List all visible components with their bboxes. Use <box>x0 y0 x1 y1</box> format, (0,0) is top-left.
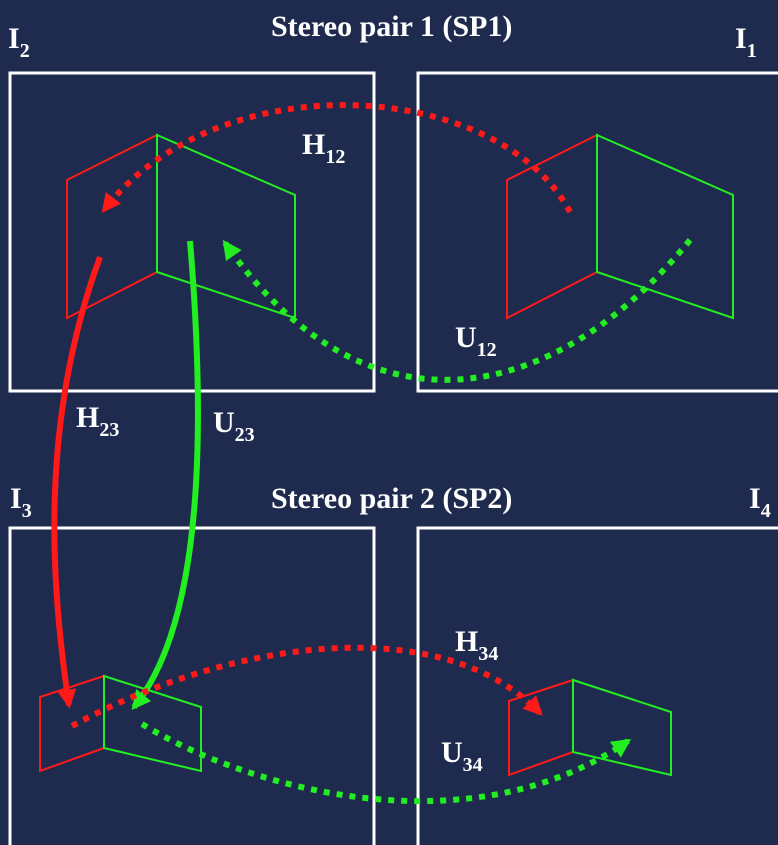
arrow-u12 <box>222 238 693 383</box>
label-image-i4: I4 <box>749 482 771 522</box>
red-plane <box>506 133 598 320</box>
label-image-i3: I3 <box>10 482 32 522</box>
green-plane <box>156 133 296 320</box>
label-h12: H12 <box>302 128 346 168</box>
label-u12: U12 <box>455 321 497 361</box>
arrow-h23 <box>51 255 103 709</box>
image-frame-i2 <box>8 71 376 393</box>
green-plane <box>596 133 734 320</box>
label-image-i2: I2 <box>8 22 30 62</box>
red-plane <box>66 133 158 320</box>
label-image-i1: I1 <box>735 22 757 62</box>
corner-planes-i4 <box>508 678 672 777</box>
corner-planes-i1 <box>506 133 734 320</box>
image-frame-i4 <box>416 526 778 845</box>
label-u34: U34 <box>441 736 483 776</box>
green-plane <box>103 674 202 773</box>
label-h23: H23 <box>76 401 120 441</box>
corner-planes-i2 <box>66 133 296 320</box>
title-stereo-pair-1: Stereo pair 1 (SP1) <box>271 10 513 43</box>
title-stereo-pair-2: Stereo pair 2 (SP2) <box>271 482 513 515</box>
arrow-h34 <box>70 644 543 729</box>
image-frame-i1 <box>416 71 778 393</box>
label-u23: U23 <box>213 406 255 446</box>
arrow-u23 <box>131 240 201 710</box>
arrow-u34 <box>140 721 632 805</box>
green-plane <box>572 678 672 777</box>
arrow-h12 <box>101 102 573 214</box>
label-h34: H34 <box>455 625 499 665</box>
